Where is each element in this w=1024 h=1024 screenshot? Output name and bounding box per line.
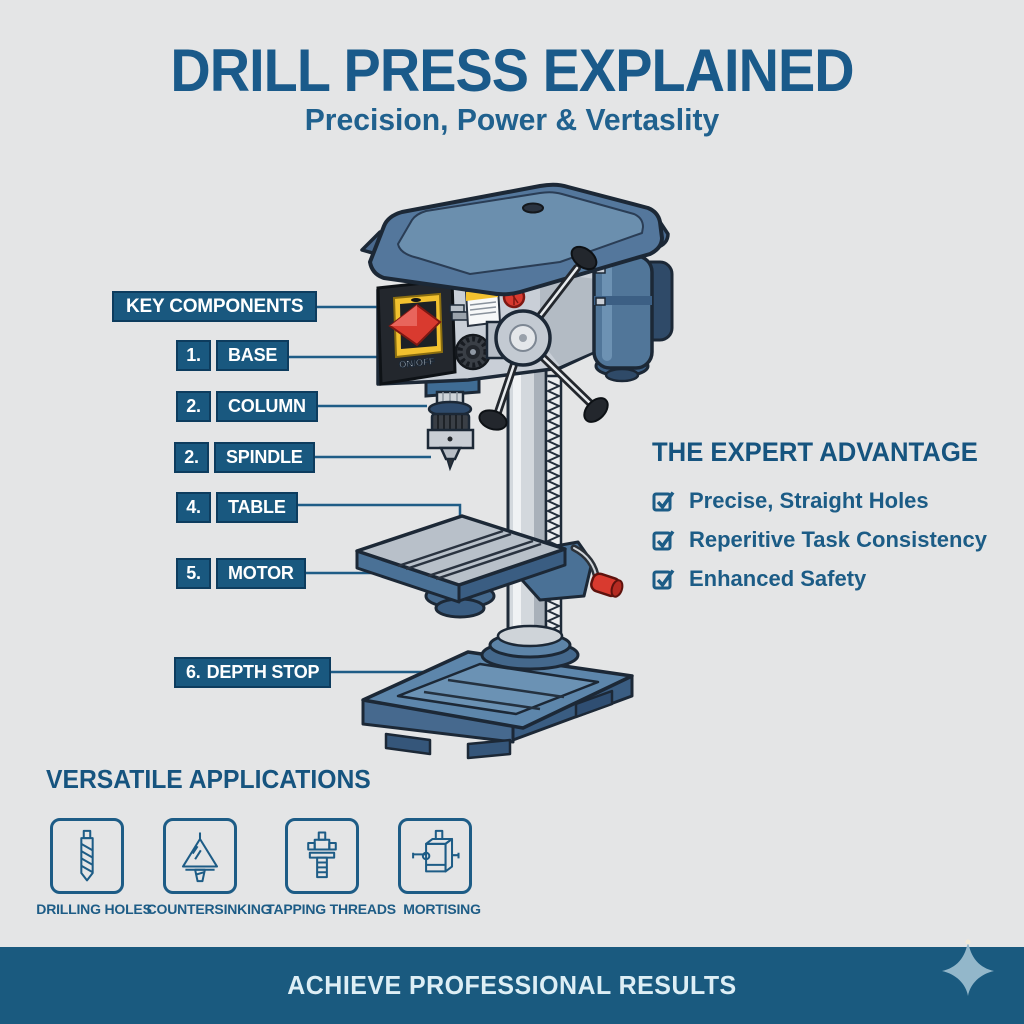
countersink-bit-icon xyxy=(181,832,219,883)
motor xyxy=(592,254,674,383)
checkbox-checked-icon xyxy=(652,530,675,551)
rack-teeth xyxy=(545,380,562,662)
depth-stop-clamp xyxy=(449,304,465,313)
checkbox-checked-icon xyxy=(652,491,675,512)
column-collar xyxy=(480,624,580,671)
tap-tool-icon xyxy=(307,831,337,879)
key-components-heading: KEY COMPONENTS xyxy=(112,291,318,322)
component-label-base: BASE xyxy=(216,340,290,371)
component-number: 2. xyxy=(176,391,211,422)
component-label-depth-stop: 6. DEPTH STOP xyxy=(174,657,332,688)
sparkle-icon xyxy=(942,939,994,996)
page-title: DRILL PRESS EXPLAINED xyxy=(170,37,854,104)
vent-cap xyxy=(522,202,544,214)
advantage-list: Precise, Straight Holes Reperitive Task … xyxy=(652,488,987,592)
application-card-drilling xyxy=(50,818,124,894)
mortising-attachment-icon xyxy=(412,829,460,873)
switch-label: ON/OFF xyxy=(399,356,436,371)
component-number: 4. xyxy=(176,492,211,523)
expert-advantage-heading: THE EXPERT ADVANTAGE xyxy=(652,437,978,467)
component-number: 6. xyxy=(186,662,201,682)
drill-bit xyxy=(445,458,456,472)
application-label: DRILLING HOLES xyxy=(36,901,152,917)
handle-knob xyxy=(583,397,609,423)
advantage-item: Reperitive Task Consistency xyxy=(652,527,987,553)
table-slots xyxy=(397,529,542,581)
advantage-item: Precise, Straight Holes xyxy=(652,488,982,514)
column xyxy=(506,354,563,666)
page-subtitle: Precision, Power & Vertaslity xyxy=(304,102,720,137)
component-label-column: COLUMN xyxy=(216,391,318,422)
footer-banner: ACHIEVE PROFESSIONAL RESULTS xyxy=(0,947,1024,1024)
table xyxy=(355,514,624,619)
component-label: DEPTH STOP xyxy=(206,662,320,682)
advantage-item: Enhanced Safety xyxy=(652,566,982,592)
advantage-text: Reperitive Task Consistency xyxy=(689,527,987,552)
base xyxy=(361,650,634,760)
advantage-text: Enhanced Safety xyxy=(689,566,867,591)
application-label: MORTISING xyxy=(403,901,481,917)
handle-knob xyxy=(570,245,598,271)
crank-handle xyxy=(590,572,624,598)
advantage-text: Precise, Straight Holes xyxy=(689,488,929,513)
drill-bit-icon xyxy=(80,829,94,882)
checkbox-checked-icon xyxy=(652,569,675,590)
application-card-tapping xyxy=(285,818,359,894)
component-number: 2. xyxy=(174,442,209,473)
component-label-table: TABLE xyxy=(216,492,298,523)
component-number: 5. xyxy=(176,558,211,589)
handle-knob xyxy=(478,409,508,431)
application-card-mortising xyxy=(398,818,472,894)
component-label-motor: MOTOR xyxy=(216,558,306,589)
feed-handle xyxy=(478,245,609,431)
component-label-spindle: SPINDLE xyxy=(214,442,315,473)
expert-advantage-section: THE EXPERT ADVANTAGE Precise, Straight H… xyxy=(652,437,987,605)
component-number: 1. xyxy=(176,340,211,371)
application-label: TAPPING THREADS xyxy=(266,901,396,917)
application-card-countersinking xyxy=(163,818,237,894)
application-label: COUNTERSINKING xyxy=(146,901,272,917)
footer-text: ACHIEVE PROFESSIONAL RESULTS xyxy=(287,970,737,1000)
applications-heading: VERSATILE APPLICATIONS xyxy=(46,764,371,794)
